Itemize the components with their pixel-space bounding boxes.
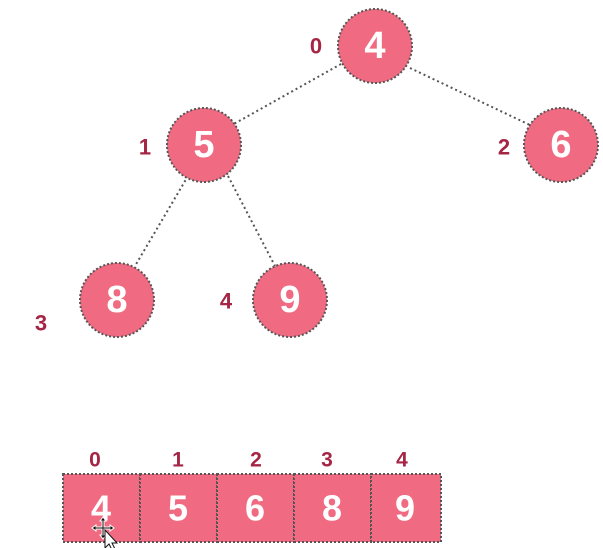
tree-node-0: 4 0 — [310, 8, 413, 84]
tree-node-value: 6 — [550, 124, 571, 166]
array-cell-index: 2 — [250, 449, 262, 472]
tree-node-circle — [337, 8, 413, 84]
tree-node-value: 8 — [106, 279, 127, 321]
array-cell-2: 2 6 — [216, 449, 295, 543]
array-cell-1: 1 5 — [139, 449, 218, 543]
tree-node-value: 9 — [279, 279, 300, 321]
move-cursor-icon — [91, 516, 119, 548]
tree-node-circle — [79, 262, 155, 338]
tree-node-index: 2 — [498, 135, 510, 160]
array-cell-box — [293, 473, 372, 543]
array-cell-index: 3 — [321, 449, 333, 472]
tree-node-index: 0 — [310, 34, 322, 59]
tree-node-1: 5 1 — [139, 107, 242, 183]
array-cell-box — [139, 473, 218, 543]
tree-edge-0-2 — [409, 67, 533, 127]
array-cell-index: 4 — [396, 449, 408, 472]
array-cell-index: 1 — [172, 449, 184, 472]
array-cell-value: 5 — [168, 488, 188, 529]
array-cell-value: 4 — [91, 488, 111, 529]
array-cell-box — [370, 473, 442, 543]
tree-node-4: 9 4 — [220, 262, 328, 338]
tree-node-index: 1 — [139, 135, 151, 160]
tree-edges — [134, 63, 533, 267]
tree-node-value: 4 — [364, 25, 385, 67]
array-cell-box — [216, 473, 295, 543]
tree-node-index: 3 — [35, 311, 47, 336]
tree-node-index: 4 — [220, 289, 233, 314]
array-cell-value: 9 — [395, 488, 415, 529]
tree-edge-1-3 — [134, 175, 189, 267]
tree-edge-1-4 — [227, 175, 276, 267]
array-cell-3: 3 8 — [293, 449, 372, 543]
watermark: CSDN @威斯布鲁克.猩猩 — [448, 521, 597, 536]
tree-node-3: 8 3 — [35, 262, 155, 338]
tree-node-2: 6 2 — [498, 107, 599, 183]
array-cell-value: 6 — [245, 488, 265, 529]
tree-edge-0-1 — [231, 63, 342, 126]
tree-node-circle — [523, 107, 599, 183]
array-cell-index: 0 — [89, 449, 101, 472]
array-cell-4: 4 9 — [370, 449, 442, 543]
tree-node-value: 5 — [193, 124, 214, 166]
array-cell-value: 8 — [322, 488, 342, 529]
tree-node-circle — [252, 262, 328, 338]
tree-node-circle — [166, 107, 242, 183]
